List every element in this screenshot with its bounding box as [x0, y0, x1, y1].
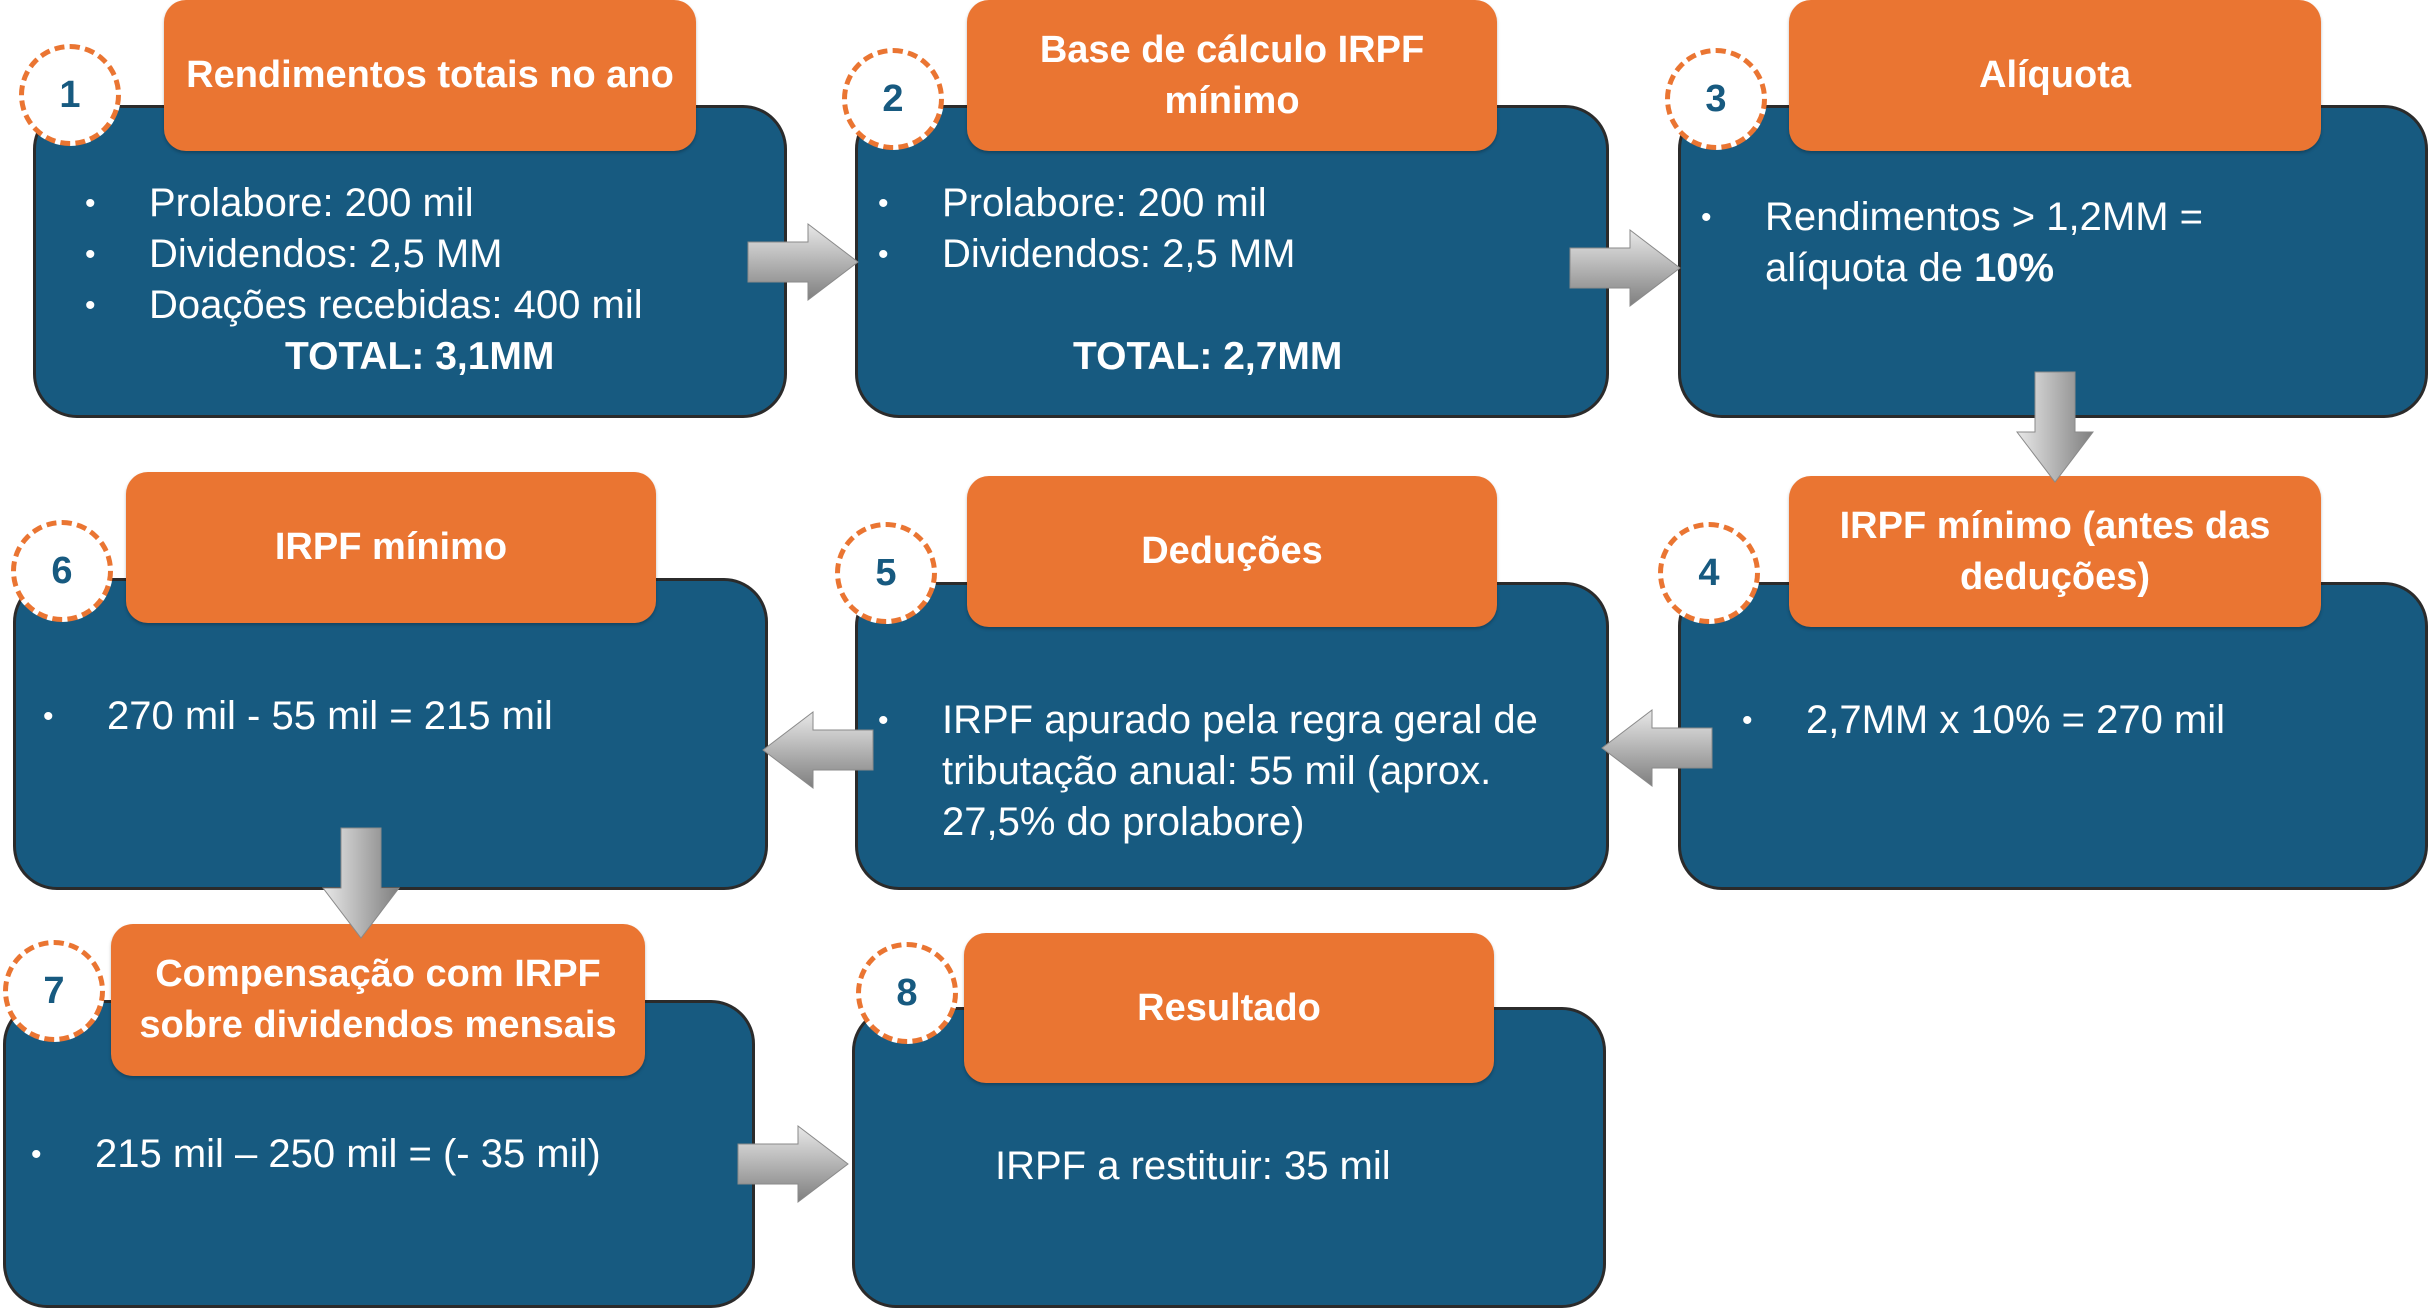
- step-3: •Rendimentos > 1,2MM = alíquota de 10% A…: [1678, 0, 2428, 418]
- step-2: •Prolabore: 200 mil •Dividendos: 2,5 MM …: [855, 0, 1609, 418]
- step-4-bullets: •2,7MM x 10% = 270 mil: [1742, 695, 2225, 746]
- step-2-total: TOTAL: 2,7MM: [1073, 335, 1343, 378]
- arrow-down-icon: [2015, 371, 2095, 483]
- arrow-right-icon: [737, 1124, 849, 1204]
- step-5: •IRPF apurado pela regra geral de tribut…: [855, 476, 1609, 890]
- step-4: •2,7MM x 10% = 270 mil IRPF mínimo (ante…: [1678, 476, 2428, 890]
- step-7-number-badge: 7: [3, 940, 105, 1042]
- step-7-header: Compensação com IRPF sobre dividendos me…: [111, 924, 645, 1076]
- step-8-header: Resultado: [964, 933, 1494, 1083]
- arrow-left-icon: [762, 710, 874, 790]
- step-4-box: •2,7MM x 10% = 270 mil: [1678, 582, 2428, 890]
- step-6-number-badge: 6: [11, 520, 113, 622]
- step-3-bullets: •Rendimentos > 1,2MM = alíquota de 10%: [1701, 192, 2301, 294]
- step-5-bullet: •IRPF apurado pela regra geral de tribut…: [878, 698, 1538, 844]
- step-7: •215 mil – 250 mil = (- 35 mil) Compensa…: [3, 924, 755, 1308]
- step-6-header: IRPF mínimo: [126, 472, 656, 623]
- arrow-down-icon: [321, 827, 401, 939]
- arrow-right-icon: [1569, 228, 1681, 308]
- step-1-bullets: •Prolabore: 200 mil •Dividendos: 2,5 MM …: [85, 178, 643, 331]
- step-7-bullets: •215 mil – 250 mil = (- 35 mil): [31, 1129, 601, 1180]
- step-2-bullet: •Prolabore: 200 mil: [878, 181, 1267, 225]
- step-1: •Prolabore: 200 mil •Dividendos: 2,5 MM …: [33, 0, 787, 418]
- step-3-box: •Rendimentos > 1,2MM = alíquota de 10%: [1678, 105, 2428, 418]
- arrow-right-icon: [747, 222, 859, 302]
- arrow-left-icon: [1601, 708, 1713, 788]
- step-5-header: Deduções: [967, 476, 1497, 627]
- step-7-bullet: •215 mil – 250 mil = (- 35 mil): [31, 1132, 601, 1176]
- step-2-box: •Prolabore: 200 mil •Dividendos: 2,5 MM …: [855, 105, 1609, 418]
- step-6-bullet: •270 mil - 55 mil = 215 mil: [43, 694, 553, 738]
- step-5-bullets: •IRPF apurado pela regra geral de tribut…: [878, 695, 1558, 848]
- step-3-bullet: •Rendimentos > 1,2MM = alíquota de 10%: [1701, 195, 2203, 290]
- step-8-text: IRPF a restituir: 35 mil: [995, 1144, 1391, 1188]
- step-2-header: Base de cálculo IRPF mínimo: [967, 0, 1497, 151]
- step-2-number-badge: 2: [842, 48, 944, 150]
- step-3-header: Alíquota: [1789, 0, 2321, 151]
- step-5-box: •IRPF apurado pela regra geral de tribut…: [855, 582, 1609, 890]
- step-1-total: TOTAL: 3,1MM: [285, 335, 555, 378]
- step-8: IRPF a restituir: 35 mil Resultado: [852, 933, 1606, 1308]
- step-6-bullets: •270 mil - 55 mil = 215 mil: [43, 691, 553, 742]
- step-5-number-badge: 5: [835, 522, 937, 624]
- step-4-bullet: •2,7MM x 10% = 270 mil: [1742, 698, 2226, 742]
- step-8-number-badge: 8: [856, 942, 958, 1044]
- step-1-bullet: •Prolabore: 200 mil: [85, 181, 474, 225]
- step-1-bullet: •Dividendos: 2,5 MM: [85, 232, 503, 276]
- step-2-bullet: •Dividendos: 2,5 MM: [878, 232, 1296, 276]
- step-1-header: Rendimentos totais no ano: [164, 0, 696, 151]
- step-4-header: IRPF mínimo (antes das deduções): [1789, 476, 2321, 627]
- step-4-number-badge: 4: [1658, 522, 1760, 624]
- step-1-box: •Prolabore: 200 mil •Dividendos: 2,5 MM …: [33, 105, 787, 418]
- step-3-number-badge: 3: [1665, 48, 1767, 150]
- step-2-bullets: •Prolabore: 200 mil •Dividendos: 2,5 MM: [878, 178, 1295, 280]
- step-1-number-badge: 1: [19, 44, 121, 146]
- step-1-bullet: •Doações recebidas: 400 mil: [85, 283, 643, 327]
